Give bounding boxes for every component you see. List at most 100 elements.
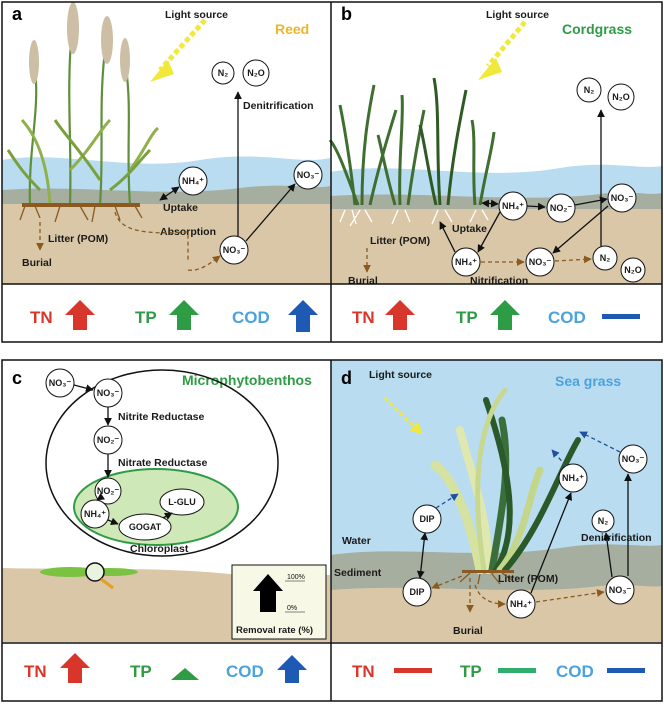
absorption-path [114,211,189,262]
panel-a: Light source a Reed N₂ N₂O Denitrificati… [2,2,330,342]
panel-d: Light source d Sea grass DIP Water Sedim… [331,360,662,701]
magnifier-icon [40,562,138,590]
dip-exchange-arrow [416,532,429,579]
nitrification-arrow [535,589,605,603]
dip-uptake-arrow [435,493,459,509]
svg-text:NO₃⁻: NO₃⁻ [297,170,320,180]
flat-bar-icon [602,314,640,319]
svg-text:NH₄⁺: NH₄⁺ [84,509,106,519]
no2-node [546,193,576,223]
panel-letter: b [341,4,352,24]
panel-b: Light source b Cordgrass N₂ N₂O NH₄⁺ NO₂… [328,4,662,342]
svg-text:NO₃⁻: NO₃⁻ [529,257,552,267]
absorption-label: Absorption [160,226,216,238]
svg-text:N₂: N₂ [584,85,595,95]
svg-text:N₂O: N₂O [612,92,630,102]
cell-outline [45,369,279,557]
svg-text:NH₄⁺: NH₄⁺ [562,473,584,483]
no3-water-node [618,444,648,474]
litter-label: Litter (POM) [370,235,430,247]
tp-label: TP [130,662,152,681]
tp-label: TP [135,308,157,327]
tn-label: TN [24,662,47,681]
svg-text:NO₃⁻: NO₃⁻ [609,585,632,595]
legend-0-label: 0% [287,605,297,612]
nh4-exchange-arrow [481,199,499,208]
no3-sediment-node [525,247,555,277]
no3-water-node [293,160,323,190]
tn-label: TN [352,308,375,327]
cod-label: COD [548,308,586,327]
no3-sediment-node [605,575,635,605]
nh4-to-gogat-arrow [107,517,119,526]
svg-text:NO₃⁻: NO₃⁻ [223,245,246,255]
removal-rate-arrow-icon [253,574,283,612]
svg-text:NH₄⁺: NH₄⁺ [455,257,477,267]
flat-bar-icon [607,668,645,673]
no3-to-n2-arrow [554,255,592,264]
water-layer [2,156,330,196]
n2-sediment-node [592,245,618,271]
tn-label: TN [30,308,53,327]
cordgrass-plant-icon [328,77,496,227]
nh4-water-node [558,463,588,493]
panel-c: c Microphytobenthos NO₃⁻ NO₃⁻ Nitrite Re… [2,360,330,701]
n2-node [591,509,615,533]
panel-title: Sea grass [555,373,621,389]
svg-text:N₂O: N₂O [247,68,265,78]
svg-text:NO₃⁻: NO₃⁻ [611,193,634,203]
uptake-arrow [159,186,180,201]
uptake-label: Uptake [163,202,198,214]
nh4-node [178,166,208,196]
indicator-bar [2,643,330,701]
no3-uptake-arrow [579,431,621,453]
legend-100-label: 100% [287,574,305,581]
n2o-node [607,83,635,111]
panel-title: Microphytobenthos [182,372,312,388]
tp-label: TP [460,662,482,681]
light-beam [383,396,423,435]
no3-sediment-node [219,235,249,265]
absorption-arrow [187,255,221,271]
svg-text:N₂: N₂ [218,68,229,78]
tn-label: TN [352,662,375,681]
light-source-label: Light source [486,9,549,21]
svg-text:NO₂⁻: NO₂⁻ [97,435,119,445]
flat-bar-icon [394,668,432,673]
gogat-to-lglu-arrow [162,512,173,520]
no3-down-arrow [552,205,609,254]
up-arrow-icon [490,300,520,330]
tp-label: TP [456,308,478,327]
no3-external-node [45,368,75,398]
nh4-uptake-arrow [551,449,567,467]
litter-to-nh4-arrow [474,584,506,608]
light-beam [486,20,527,68]
denitrification-label: Denitrification [581,532,652,544]
svg-text:NH₄⁺: NH₄⁺ [502,201,524,211]
no2-to-nh4-arrow [96,492,106,501]
nh4-node [80,499,110,529]
chloroplast-label: Chloroplast [130,543,189,555]
no2-to-no3-arrow [574,196,608,206]
light-source-label: Light source [369,369,432,381]
litter-label: Litter (POM) [498,573,558,585]
sediment-label: Sediment [334,567,382,579]
svg-text:GOGAT: GOGAT [129,522,162,532]
svg-text:DIP: DIP [409,587,424,597]
indicator-bar [331,643,662,701]
light-arrowhead [478,58,502,80]
water-label: Water [342,535,371,547]
svg-text:N₂: N₂ [598,516,609,526]
reed-plant-icon [6,2,160,223]
burial-label: Burial [22,257,52,269]
nitrification-arrow [526,202,546,211]
svg-text:N₂: N₂ [600,253,611,263]
cod-label: COD [556,662,594,681]
legend-label: Removal rate (%) [236,625,313,636]
uptake-arrow [439,221,456,253]
cod-label: COD [226,662,264,681]
lglu-node [159,488,205,516]
indicator-bar [2,284,330,342]
